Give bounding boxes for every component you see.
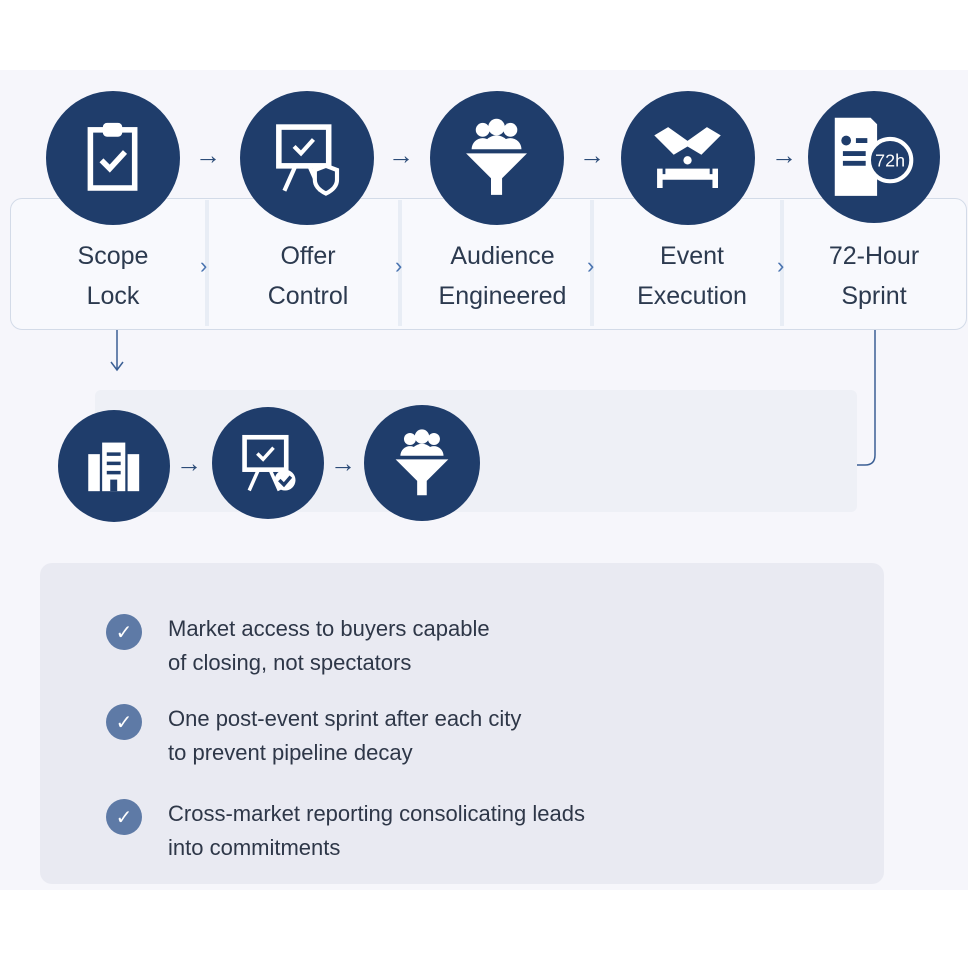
chevron-right-icon: › — [777, 253, 785, 278]
arrow-right-icon: → — [388, 140, 414, 170]
arrow-right-icon: → — [579, 140, 605, 170]
divider — [780, 200, 784, 326]
document-72h-icon: 72h — [808, 91, 940, 223]
arrow-right-icon: → — [195, 140, 221, 170]
chevron-right-icon: › — [395, 253, 403, 278]
chevron-right-icon: › — [587, 253, 595, 278]
building-icon — [58, 410, 170, 522]
check-circle-icon: ✓ — [106, 799, 142, 835]
check-circle-icon: ✓ — [106, 614, 142, 650]
divider — [398, 200, 402, 326]
divider — [590, 200, 594, 326]
divider — [205, 200, 209, 326]
check-circle-icon: ✓ — [106, 704, 142, 740]
arrow-right-icon: → — [176, 448, 202, 478]
arrow-right-icon: → — [771, 140, 797, 170]
presentation-check-icon — [212, 407, 324, 519]
clipboard-check-icon — [46, 91, 180, 225]
chevron-right-icon: › — [200, 253, 208, 278]
benefits-card — [40, 563, 884, 884]
audience-funnel-icon — [364, 405, 480, 521]
benefit-item: ✓Cross-market reporting consolicating le… — [106, 799, 585, 865]
presentation-shield-icon — [240, 91, 374, 225]
audience-funnel-icon — [430, 91, 564, 225]
badge-72h: 72h — [875, 151, 905, 171]
handshake-table-icon — [621, 91, 755, 225]
arrow-right-icon: → — [330, 448, 356, 478]
